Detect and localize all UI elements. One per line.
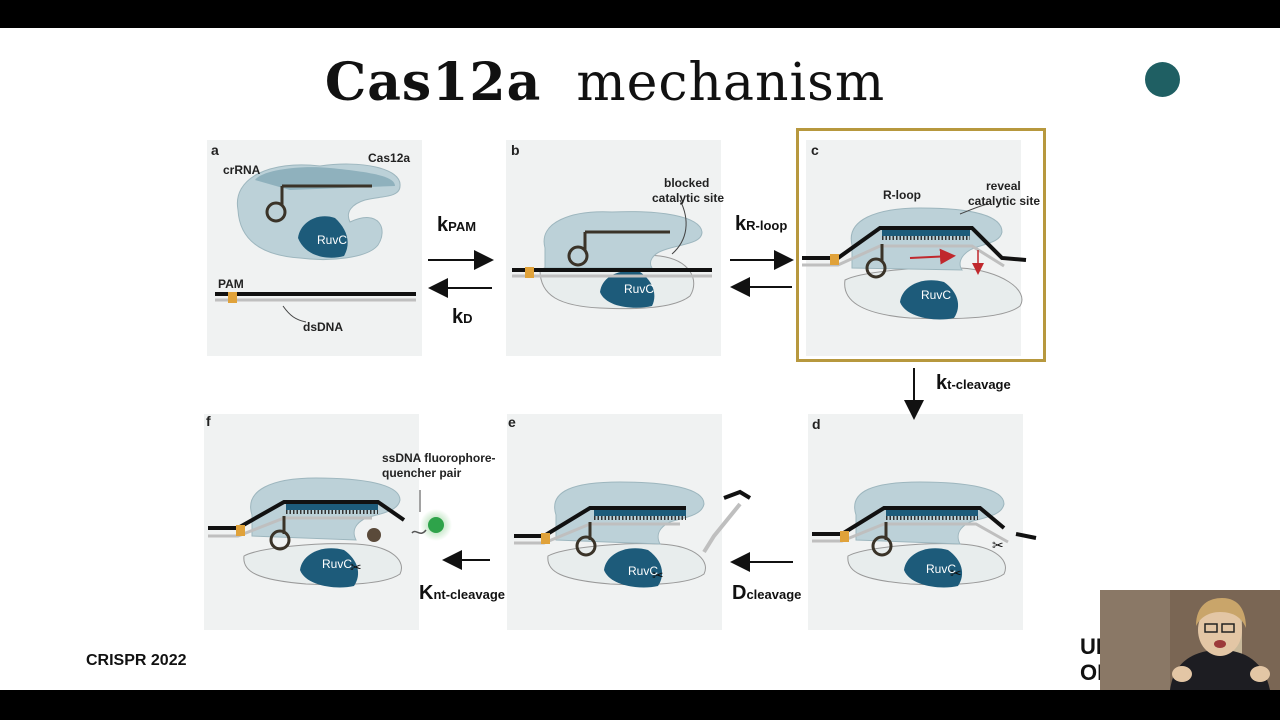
panel-a-letter: a: [211, 142, 219, 158]
panel-e-graphic: ✂: [514, 481, 752, 588]
cas12a-label: Cas12a: [368, 151, 411, 165]
top-black-bar: [0, 0, 1280, 28]
ssdna-label-line1: ssDNA fluorophore-: [382, 451, 496, 465]
presenter-video-graphic: [1100, 590, 1280, 690]
panel-b-letter: b: [511, 142, 520, 158]
rloop-label: R-loop: [883, 188, 921, 202]
svg-text:✂: ✂: [992, 537, 1004, 553]
panel-f-graphic: ✂: [208, 477, 452, 588]
svg-text:✂: ✂: [350, 559, 362, 575]
panel-c-letter: c: [811, 142, 819, 158]
svg-text:✂: ✂: [950, 565, 962, 581]
highlight-frame-c: [796, 128, 1046, 362]
rate-dcleave: Dcleavage: [732, 582, 802, 604]
rate-krloop: kR-loop: [735, 213, 788, 235]
panel-c-graphic: [802, 203, 1027, 320]
ruvc-label-e: RuvC: [628, 564, 659, 578]
university-logo: UI OI: [1080, 634, 1103, 686]
crrna-label: crRNA: [223, 163, 261, 177]
ruvc-label-c: RuvC: [921, 288, 952, 302]
logo-line-2: OI: [1080, 660, 1104, 685]
title-rest: mechanism: [576, 53, 886, 113]
ruvc-label-f: RuvC: [322, 557, 353, 571]
reveal-label: reveal: [986, 179, 1021, 193]
rate-kpam: kPAM: [437, 214, 477, 236]
teal-dot-icon: [1145, 62, 1180, 97]
catalytic-site-label-c: catalytic site: [968, 194, 1041, 208]
blocked-label: blocked: [664, 176, 710, 190]
pam-label: PAM: [218, 277, 244, 291]
bottom-black-bar: [0, 690, 1280, 720]
ruvc-label-a: RuvC: [317, 233, 348, 247]
footer-conference: CRISPR 2022: [86, 652, 187, 669]
catalytic-site-label-b: catalytic site: [652, 191, 725, 205]
panel-f-letter: f: [206, 413, 211, 429]
logo-line-1: UI: [1080, 634, 1102, 659]
svg-text:✂: ✂: [652, 567, 664, 583]
title-bold: Cas12a: [324, 52, 542, 113]
ruvc-label-d: RuvC: [926, 562, 957, 576]
panel-d-graphic: ✂ ✂: [812, 481, 1037, 588]
panel-a-graphic: [215, 163, 416, 323]
panel-b-graphic: [512, 199, 712, 310]
presenter-video: [1100, 590, 1280, 690]
panel-e-letter: e: [508, 414, 516, 430]
panel-d-letter: d: [812, 416, 821, 432]
rate-kntcleave: Knt-cleavage: [419, 582, 505, 604]
ssdna-label-line2: quencher pair: [382, 466, 462, 480]
slide-title: Cas12a mechanism: [0, 52, 1210, 113]
rate-ktcleave: kt-cleavage: [936, 372, 1011, 394]
ruvc-label-b: RuvC: [624, 282, 655, 296]
dsdna-label: dsDNA: [303, 320, 344, 334]
rate-kd: kD: [452, 306, 473, 328]
